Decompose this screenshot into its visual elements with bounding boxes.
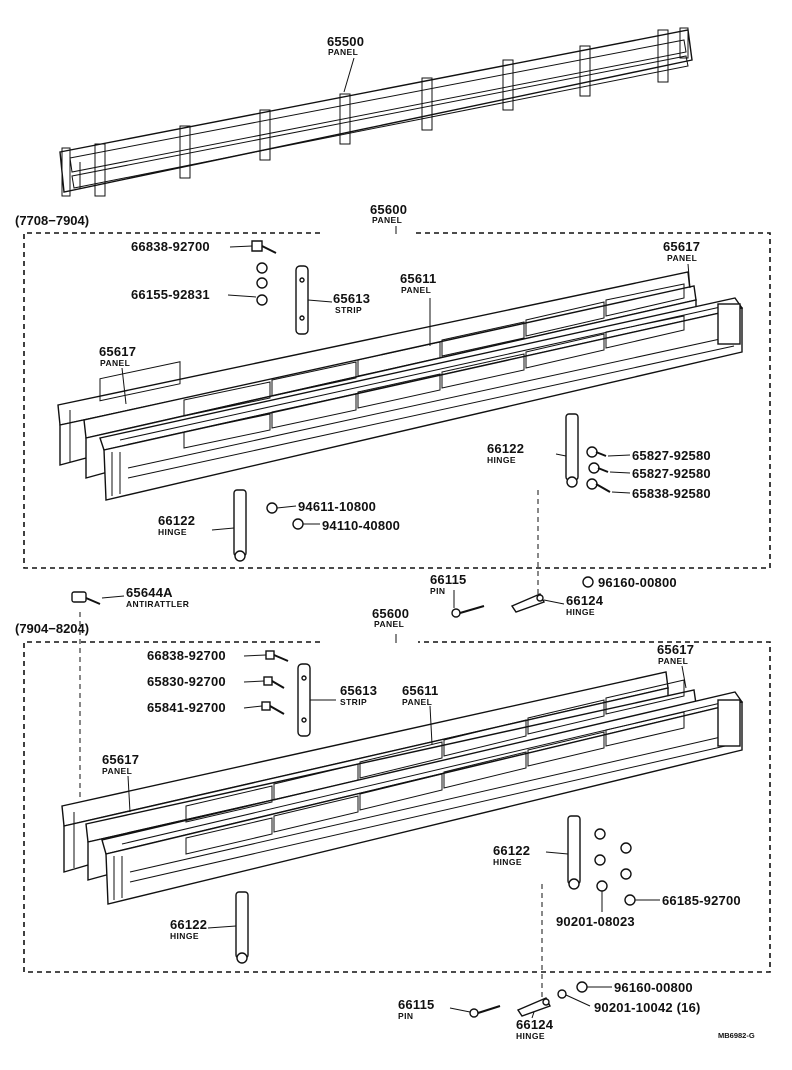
s2-hinge-small-drawing [516, 997, 551, 1017]
s2-left-panel-part-number: 65617 [102, 752, 140, 767]
s2-panel-part-number: 65600 [372, 606, 410, 621]
s1-center-panel-name: PANEL [401, 285, 432, 295]
antirattler-part-number: 65644A [126, 585, 173, 600]
section2-range: (7904−8204) [15, 621, 90, 636]
s1-strip-drawing [295, 265, 309, 335]
s2-hinge-left-drawing [235, 891, 249, 964]
s1-nut-b-drawing [292, 518, 304, 530]
s1-right-panel-part-number: 65617 [663, 239, 701, 254]
s1-panel-part-number: 65600 [370, 202, 408, 217]
s2-nut-b-part-number: 90201-08023 [556, 914, 635, 929]
section1-border [23, 232, 771, 569]
s1-screw-a-part-number: 65827-92580 [632, 448, 711, 463]
s2-strip-part-number: 65613 [340, 683, 378, 698]
s1-bolt-drawing [251, 240, 277, 254]
s1-strip-part-number: 65613 [333, 291, 371, 306]
s2-hinge-small-name: HINGE [516, 1031, 545, 1041]
s2-center-leader [429, 705, 433, 745]
s1-left-panel-part-number: 65617 [99, 344, 137, 359]
s2-center-panel-name: PANEL [402, 697, 433, 707]
s1-hinge-right-part-number: 66122 [487, 441, 525, 456]
s1-hinge-small-drawing [510, 593, 545, 613]
s1-panel-front [99, 283, 744, 501]
s2-panel-name: PANEL [374, 619, 405, 629]
s2-washer-a-part-number: 96160-00800 [614, 980, 693, 995]
top-panel-drawing [59, 27, 693, 197]
s1-pin-drawing [451, 605, 485, 618]
s1-hinge-left-part-number: 66122 [158, 513, 196, 528]
section2-border [23, 641, 771, 973]
s2-washer-a-drawing [576, 981, 588, 993]
top-panel-part-number: 65500 [327, 34, 365, 49]
s1-screw-c-part-number: 65838-92580 [632, 486, 711, 501]
s2-bolts-drawing [261, 650, 289, 715]
s1-panel-name: PANEL [372, 215, 403, 225]
antirattler-name: ANTIRATTLER [126, 599, 190, 609]
s2-strip-name: STRIP [340, 697, 368, 707]
s1-hinge-right-drawing [565, 413, 579, 488]
s1-strip-name: STRIP [335, 305, 363, 315]
s1-washer-part-number: 96160-00800 [598, 575, 677, 590]
s1-hinge-small-name: HINGE [566, 607, 595, 617]
s2-pin-part-number: 66115 [398, 997, 435, 1012]
s2-hinge-left-part-number: 66122 [170, 917, 208, 932]
s1-screws-drawing [586, 446, 611, 493]
s2-bolt-a-part-number: 66838-92700 [147, 648, 226, 663]
s1-washer-drawing [582, 576, 594, 588]
s2-washer-b-drawing [557, 989, 567, 999]
s2-right-panel-part-number: 65617 [657, 642, 695, 657]
s2-center-panel-part-number: 65611 [402, 683, 439, 698]
s1-nut-a-part-number: 94611-10800 [298, 499, 377, 514]
s2-right-panel-name: PANEL [658, 656, 689, 666]
s2-hinge-right-name: HINGE [493, 857, 522, 867]
s1-nut-a-drawing [266, 502, 278, 514]
s1-left-panel-name: PANEL [100, 358, 131, 368]
s2-nuts-drawing [594, 828, 636, 906]
s1-hinge-left-name: HINGE [158, 527, 187, 537]
s1-bolt-part-number: 66838-92700 [131, 239, 210, 254]
s1-pin-part-number: 66115 [430, 572, 467, 587]
s2-hinge-right-part-number: 66122 [493, 843, 531, 858]
antirattler-drawing [71, 591, 101, 605]
s1-hinge-right-name: HINGE [487, 455, 516, 465]
s2-hinge-right-drawing [567, 815, 581, 890]
s2-nut-a-part-number: 66185-92700 [662, 893, 741, 908]
s2-bolt-b-part-number: 65830-92700 [147, 674, 226, 689]
top-panel-name: PANEL [328, 47, 359, 57]
s2-strip-drawing [297, 663, 311, 737]
s1-nut-part-number: 66155-92831 [131, 287, 210, 302]
s1-pin-name: PIN [430, 586, 446, 596]
s2-pin-drawing [469, 1005, 501, 1018]
s2-hinge-left-name: HINGE [170, 931, 199, 941]
s1-hinge-small-part-number: 66124 [566, 593, 604, 608]
s1-nut-b-part-number: 94110-40800 [322, 518, 401, 533]
section1-range: (7708−7904) [15, 213, 90, 228]
s2-bolt-c-part-number: 65841-92700 [147, 700, 226, 715]
s2-panel-front [101, 679, 744, 905]
s1-right-panel-name: PANEL [667, 253, 698, 263]
drawing-code: MB6982-G [718, 1031, 755, 1040]
s2-pin-name: PIN [398, 1011, 414, 1021]
s2-left-panel-name: PANEL [102, 766, 133, 776]
s1-screw-b-part-number: 65827-92580 [632, 466, 711, 481]
s1-hinge-left-drawing [233, 489, 247, 562]
top-panel-leader [343, 57, 355, 93]
s1-center-panel-part-number: 65611 [400, 271, 437, 286]
s1-nut-drawing [256, 262, 268, 306]
s2-washer-b-part-number: 90201-10042 (16) [594, 1000, 701, 1015]
s2-hinge-small-part-number: 66124 [516, 1017, 554, 1032]
